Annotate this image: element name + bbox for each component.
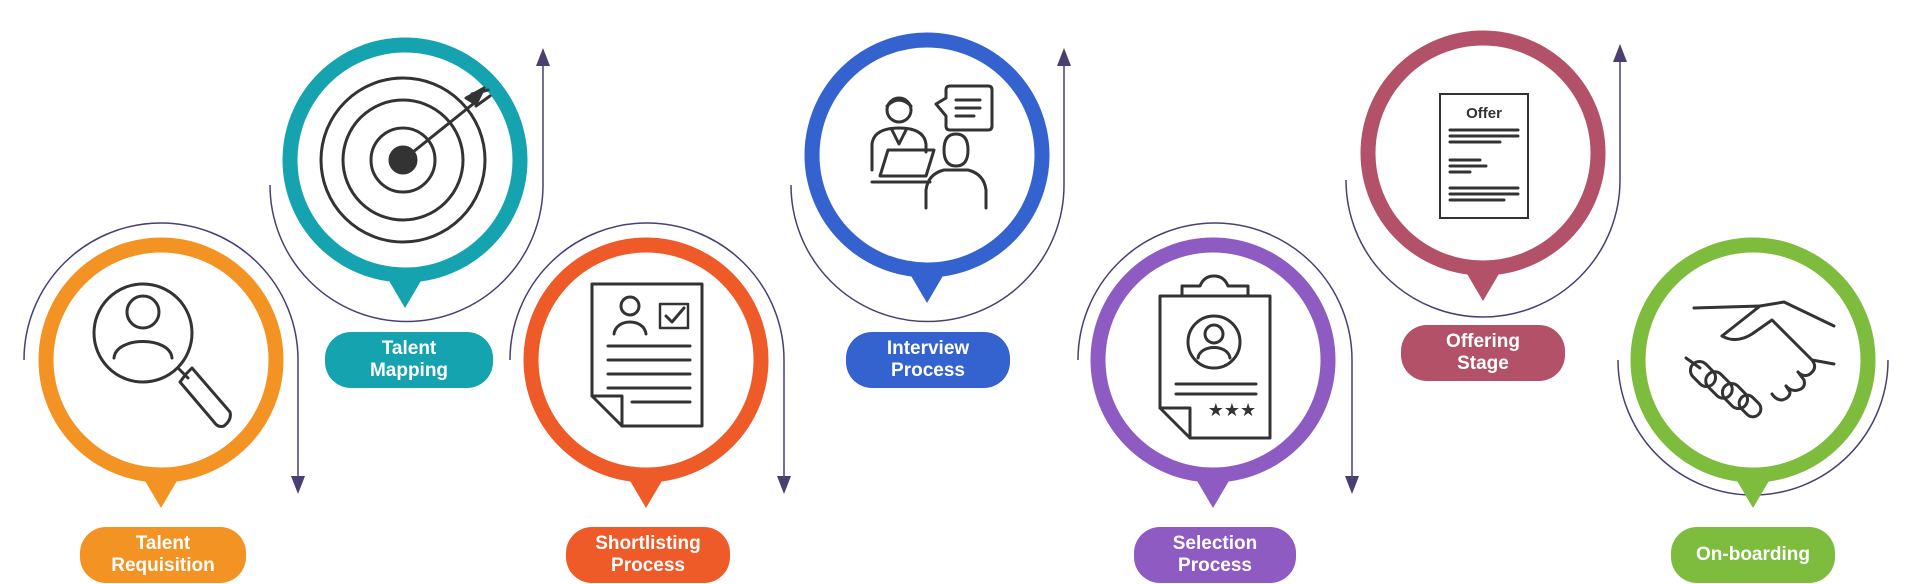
pill-interview-process: Interview Process — [846, 332, 1010, 388]
pill-shortlisting-process: Shortlisting Process — [566, 527, 730, 583]
offer-letter-icon — [1439, 93, 1529, 219]
arc-mapping-to-shortlisting — [269, 62, 544, 323]
pin-talent-mapping — [282, 37, 528, 308]
pin-ring — [1090, 237, 1336, 483]
arc-requisition-to-mapping — [23, 222, 299, 478]
arrowhead-down — [777, 476, 791, 494]
pin-ring — [1360, 30, 1606, 276]
connector-arrowheads — [291, 44, 1627, 494]
rating-stars: ★★★ — [1208, 400, 1256, 421]
pin-offering-stage — [1360, 30, 1606, 301]
pin-talent-requisition — [38, 237, 284, 508]
pill-talent-mapping: Talent Mapping — [325, 332, 493, 388]
handshake-icon — [1684, 300, 1836, 419]
arc-shortlisting-to-interview — [509, 222, 785, 478]
arrowhead-down — [291, 476, 305, 494]
arc-selection-to-offering — [1077, 222, 1353, 478]
pin-pointer — [907, 269, 947, 303]
pill-talent-requisition: Talent Requisition — [80, 527, 246, 583]
pill-on-boarding: On-boarding — [1671, 527, 1835, 583]
offer-document-title: Offer — [1466, 105, 1502, 122]
arrowhead-up — [1057, 48, 1071, 66]
interview-icon — [870, 84, 994, 210]
connector-arcs — [23, 58, 1889, 496]
pin-interview-process — [804, 32, 1050, 303]
pin-on-boarding — [1630, 237, 1876, 508]
clipboard-candidate-icon — [1158, 274, 1272, 440]
pin-pointer — [385, 274, 425, 308]
arrowhead-down — [1345, 476, 1359, 494]
pin-ring — [804, 32, 1050, 278]
pin-pointer — [626, 474, 666, 508]
resume-document-icon — [590, 282, 704, 428]
pin-pointer — [1733, 474, 1773, 508]
pill-selection-process: Selection Process — [1134, 527, 1296, 583]
arrowhead-up — [536, 48, 550, 66]
arrowhead-up — [1613, 44, 1627, 62]
pin-selection-process — [1090, 237, 1336, 508]
arc-interview-to-selection — [790, 62, 1065, 323]
pin-ring — [1630, 237, 1876, 483]
pin-pointer — [1463, 267, 1503, 301]
pill-offering-stage: Offering Stage — [1401, 325, 1565, 381]
target-arrow-icon — [319, 76, 492, 244]
pin-pointer — [1193, 474, 1233, 508]
arc-offering-to-onboarding — [1345, 58, 1621, 318]
pin-ring — [38, 237, 284, 483]
pin-pointer — [141, 474, 181, 508]
user-search-icon — [92, 282, 232, 428]
